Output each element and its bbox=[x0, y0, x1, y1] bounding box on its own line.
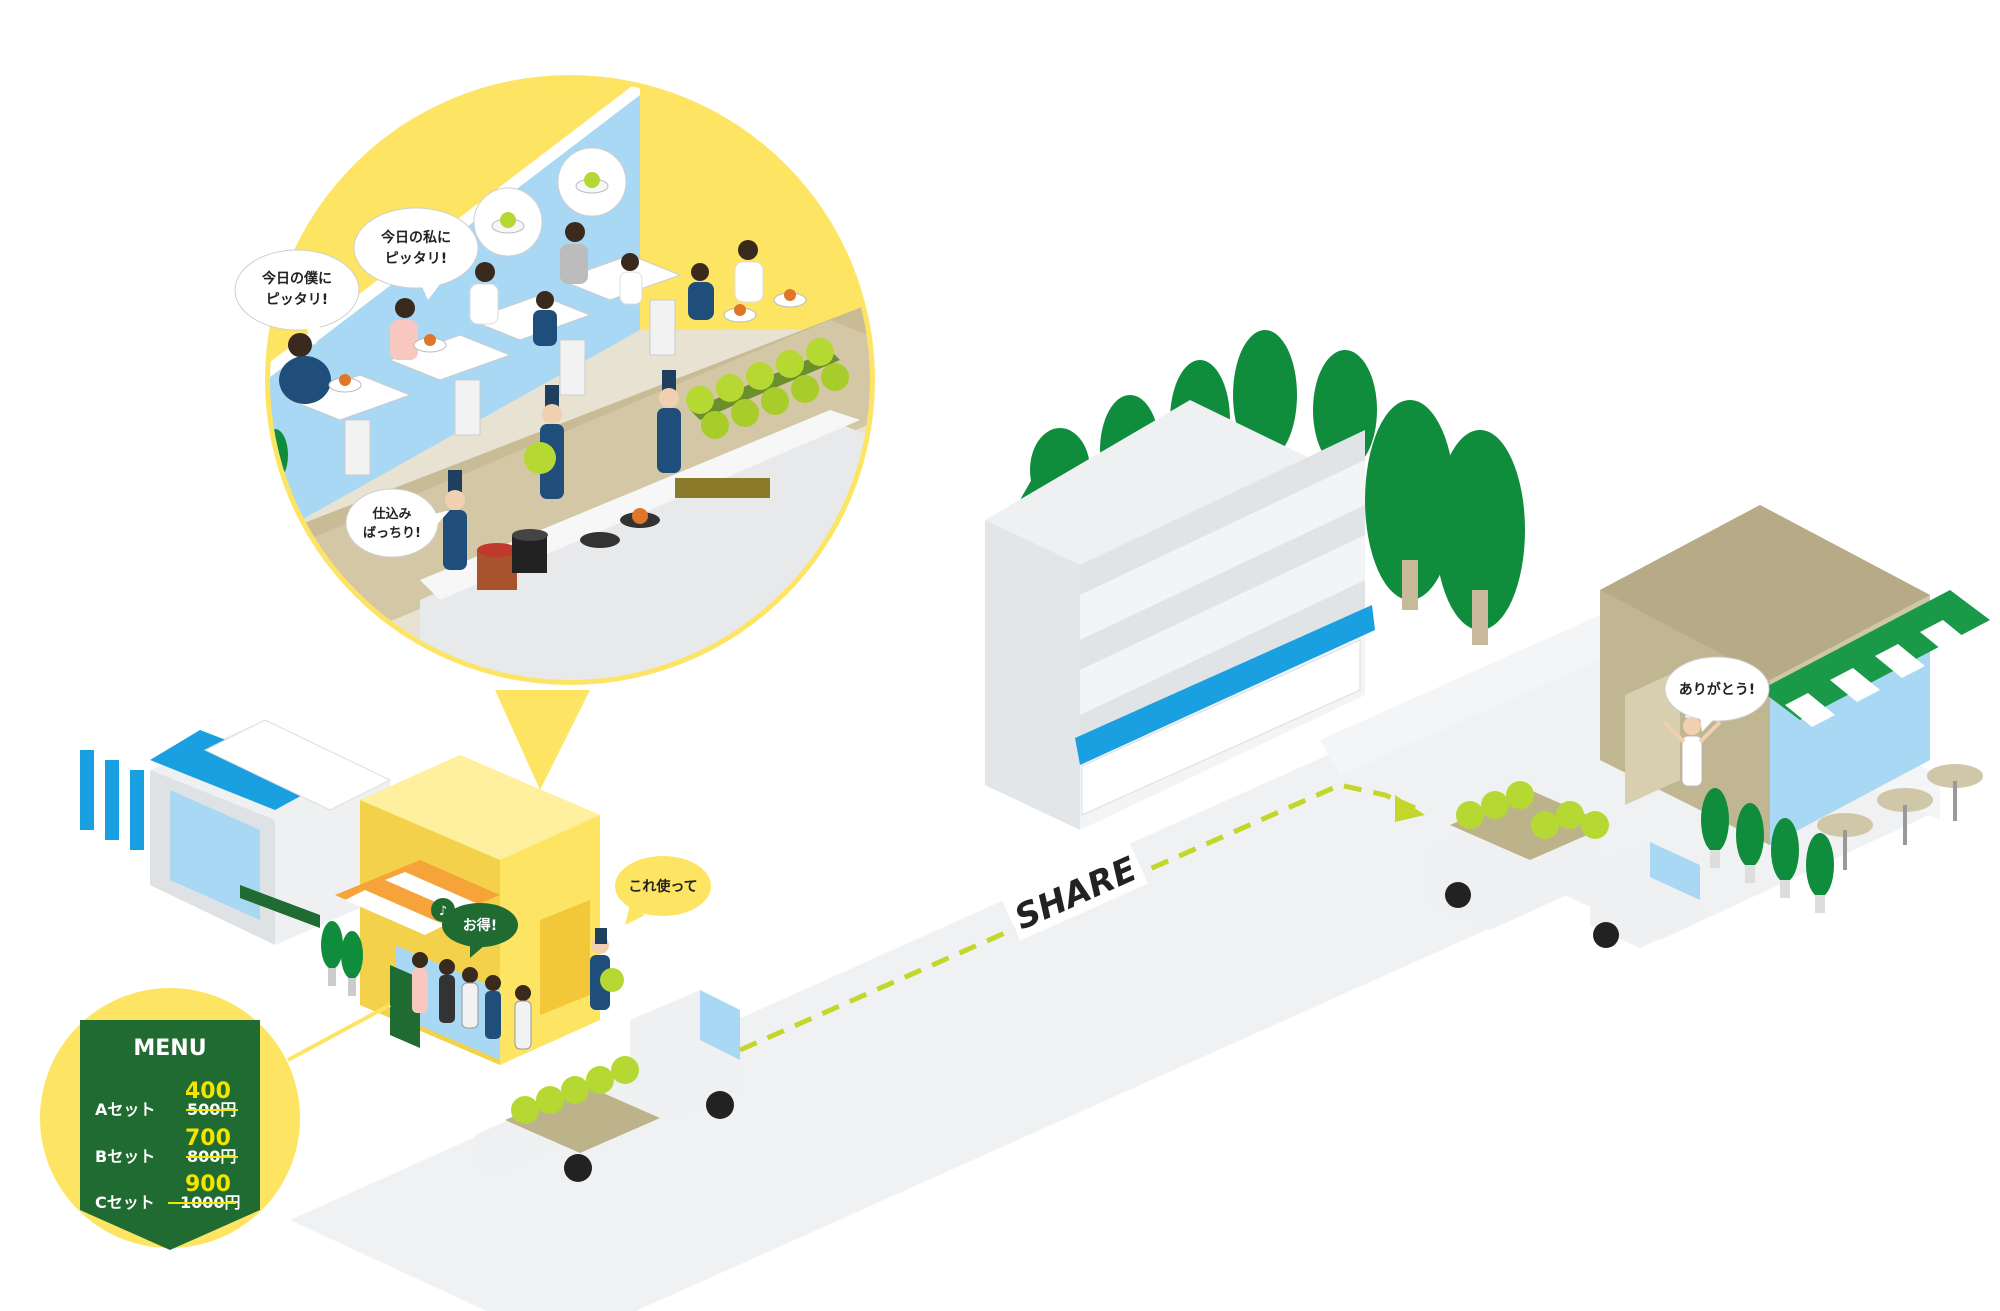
thought-bubble-plate-2 bbox=[557, 147, 627, 217]
customer-queue bbox=[412, 928, 624, 1050]
thought-bubble-boku: 今日の僕に ピッタリ! bbox=[234, 249, 360, 345]
speech-bubble-koretsukatte: これ使って bbox=[615, 856, 711, 925]
bubble-watashi-line1: 今日の私に bbox=[380, 229, 451, 246]
convenience-store bbox=[80, 719, 392, 945]
lettuce-shelf bbox=[675, 338, 849, 498]
menu-board: MENU Aセット 400 500円 Bセット 700 800円 Cセット 90… bbox=[40, 988, 391, 1250]
shop-trees bbox=[1701, 788, 1834, 913]
bubble-boku-line1: 今日の僕に bbox=[261, 270, 332, 287]
food-plates bbox=[328, 289, 807, 393]
bubble-arigatou-text: ありがとう! bbox=[1679, 681, 1755, 698]
menu-item-c-name: Cセット bbox=[95, 1193, 155, 1212]
bubble-koretsukatte-text: これ使って bbox=[628, 878, 697, 895]
bubble-boku-line2: ピッタリ! bbox=[266, 292, 328, 308]
menu-title: MENU bbox=[133, 1036, 206, 1061]
menu-item-b-new-price: 700 bbox=[185, 1126, 231, 1151]
menu-item-c-new-price: 900 bbox=[185, 1172, 231, 1197]
receiving-shop bbox=[1600, 505, 1990, 845]
store-trees bbox=[321, 921, 363, 996]
dining-tables bbox=[288, 254, 682, 476]
thought-bubble-plate-1 bbox=[473, 187, 543, 257]
thought-bubble-watashi: 今日の私に ピッタリ! bbox=[353, 207, 479, 300]
diners bbox=[279, 222, 764, 404]
bubble-shikomi-line1: 仕込み bbox=[371, 506, 411, 522]
speech-bubble-otoku: お得! ♪ bbox=[431, 898, 518, 958]
menu-item-b-name: Bセット bbox=[95, 1147, 155, 1166]
menu-item-a-name: Aセット bbox=[95, 1100, 155, 1119]
office-building bbox=[985, 400, 1375, 830]
bubble-watashi-line2: ピッタリ! bbox=[385, 251, 447, 267]
delivery-truck-2 bbox=[1425, 781, 1700, 948]
speech-bubble-arigatou: ありがとう! bbox=[1664, 656, 1770, 732]
music-note-icon: ♪ bbox=[439, 904, 447, 919]
menu-item-a-new-price: 400 bbox=[185, 1079, 231, 1104]
cooking-pots bbox=[477, 508, 660, 590]
kitchen-chefs bbox=[443, 370, 681, 570]
cafe-tables bbox=[1817, 764, 1983, 870]
delivery-truck-1 bbox=[475, 990, 740, 1182]
bubble-shikomi-line2: ばっちり! bbox=[363, 526, 421, 541]
bubble-otoku-text: お得! bbox=[463, 917, 497, 934]
speech-bubble-shikomi: 仕込み ばっちり! bbox=[345, 488, 450, 558]
